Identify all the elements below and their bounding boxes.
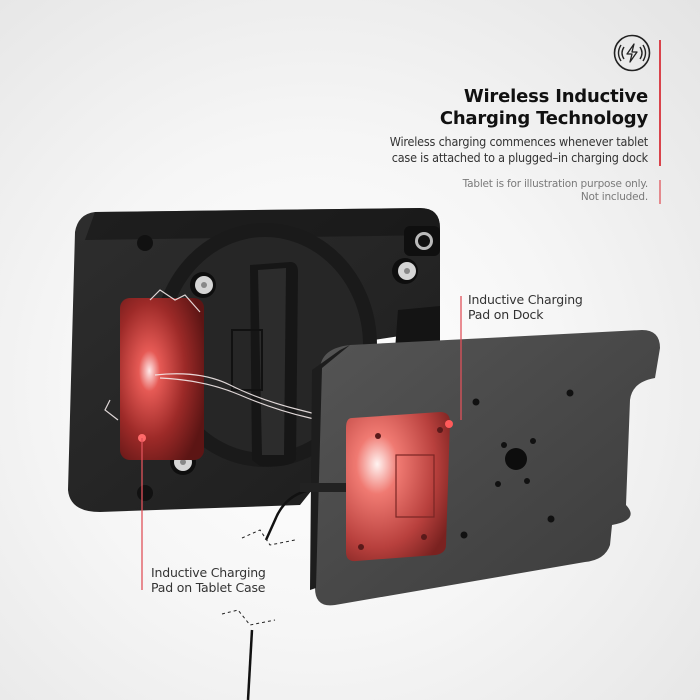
callout-dock-line-1: Inductive Charging	[468, 292, 583, 307]
accent-bar	[659, 40, 661, 166]
callout-case-pad: Inductive Charging Pad on Tablet Case	[151, 565, 266, 595]
callout-dock-line-2: Pad on Dock	[468, 307, 544, 322]
disclaimer-note: Tablet is for illustration purpose only.…	[462, 178, 649, 204]
callout-dock-pad: Inductive Charging Pad on Dock	[468, 292, 583, 322]
note-line-2: Not included.	[580, 191, 648, 203]
note-line-1: Tablet is for illustration purpose only.	[462, 178, 649, 190]
page-title: Wireless Inductive Charging Technology	[440, 86, 648, 130]
power-cable	[221, 483, 346, 700]
description-line-1: Wireless charging commences whenever tab…	[389, 134, 648, 149]
description-line-2: case is attached to a plugged–in chargin…	[391, 150, 648, 165]
title-line-2: Charging Technology	[439, 108, 648, 129]
note-accent-bar	[659, 180, 661, 204]
charging-dock	[310, 330, 660, 606]
callout-case-line-2: Pad on Tablet Case	[151, 580, 266, 595]
callout-case-line-1: Inductive Charging	[151, 565, 266, 580]
wireless-charging-icon	[613, 34, 651, 72]
title-line-1: Wireless Inductive	[463, 86, 648, 107]
description: Wireless charging commences whenever tab…	[390, 134, 648, 166]
